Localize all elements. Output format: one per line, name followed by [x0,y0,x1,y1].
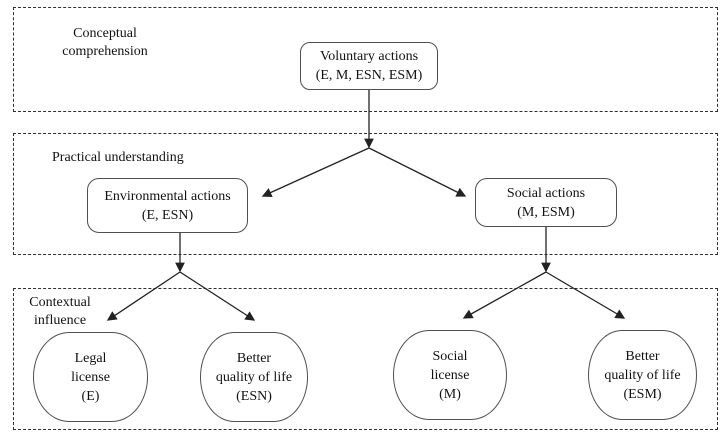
node-social-license: Social license (M) [393,330,507,420]
node-title: Social [432,348,468,364]
section-label-contextual-influence: Contextual influence [20,294,100,331]
node-subtitle: (E, ESN) [141,207,194,223]
section-label-line: Conceptual [73,26,137,41]
node-subtitle: (M, ESM) [517,204,575,220]
node-subtitle: (ESM) [623,386,662,402]
node-social-actions: Social actions (M, ESM) [475,178,617,227]
section-label-line: Contextual [29,295,91,310]
section-practical-understanding [13,133,718,255]
section-label-practical-understanding: Practical understanding [52,149,184,167]
node-title: quality of life [215,369,293,385]
node-subtitle: (M) [439,386,461,402]
node-title: quality of life [604,367,681,383]
node-title: Social actions [506,185,586,201]
node-title: license [71,369,110,385]
node-title: Legal [74,350,107,366]
node-title: license [430,367,470,383]
section-label-line: Practical understanding [52,150,184,165]
section-conceptual-comprehension [13,7,718,112]
node-legal-license: Legal license (E) [33,332,148,422]
section-label-line: comprehension [62,44,148,60]
node-subtitle: (ESN) [236,388,272,404]
node-title: Better [236,350,272,366]
node-title: Voluntary actions [319,49,419,64]
node-title: Better [625,348,660,364]
node-better-quality-of-life-esm: Better quality of life (ESM) [588,330,697,420]
node-title: Environmental actions [104,188,231,204]
node-subtitle: (E) [81,388,100,404]
node-subtitle: (E, M, ESN, ESM) [315,68,423,83]
section-contextual-influence [13,288,718,430]
section-label-conceptual-comprehension: Conceptual comprehension [38,25,172,62]
node-environmental-actions: Environmental actions (E, ESN) [87,178,248,233]
section-label-line: influence [33,313,87,329]
node-better-quality-of-life-esn: Better quality of life (ESN) [200,332,308,422]
node-voluntary-actions: Voluntary actions (E, M, ESN, ESM) [300,42,438,90]
